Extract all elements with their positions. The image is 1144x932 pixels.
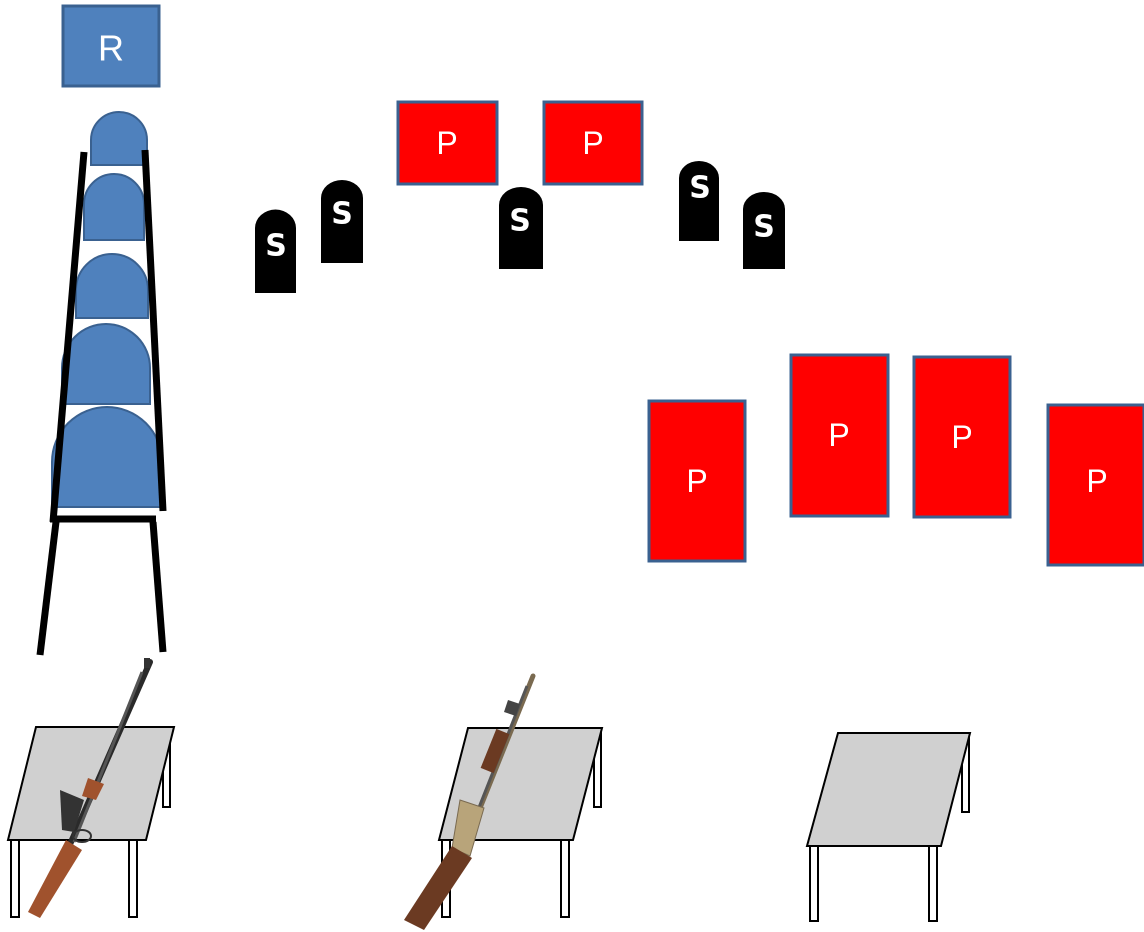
rifle-target-r: R <box>61 4 161 88</box>
lever-action-rifle-icon <box>28 658 153 918</box>
shotgun-target-1: S <box>255 209 296 293</box>
paper-target-2: P <box>542 100 644 186</box>
shotgun-target-label: S <box>689 171 711 206</box>
shotgun-target-3: S <box>499 187 543 269</box>
table-3 <box>805 732 972 922</box>
paper-target-6: P <box>1046 403 1144 567</box>
paper-target-1: P <box>396 100 499 186</box>
pump-shotgun-icon <box>404 673 536 930</box>
plate-rack-tree <box>36 111 167 656</box>
paper-target-label: P <box>1086 463 1107 499</box>
table-1 <box>6 726 176 918</box>
paper-target-3: P <box>647 399 747 563</box>
shotgun-target-label: S <box>265 229 287 264</box>
shotgun-target-2: S <box>321 180 363 263</box>
paper-target-label: P <box>686 463 707 499</box>
plate-5 <box>51 406 163 508</box>
plate-2 <box>83 173 145 241</box>
tree-frame <box>36 149 167 656</box>
paper-target-label: P <box>436 125 457 161</box>
shotgun-target-4: S <box>679 161 719 241</box>
paper-target-5: P <box>912 355 1012 519</box>
shotgun-target-label: S <box>331 197 353 232</box>
paper-target-label: P <box>951 419 972 455</box>
paper-target-4: P <box>789 353 890 518</box>
paper-target-label: P <box>828 417 849 453</box>
shotgun-target-label: S <box>753 210 775 245</box>
paper-target-label: P <box>582 125 603 161</box>
rifle-target-label: R <box>98 28 124 69</box>
shotgun-target-5: S <box>743 192 785 269</box>
plate-3 <box>75 253 149 319</box>
plate-4 <box>61 323 151 405</box>
plate-1 <box>90 111 148 166</box>
shotgun-target-label: S <box>509 204 531 239</box>
